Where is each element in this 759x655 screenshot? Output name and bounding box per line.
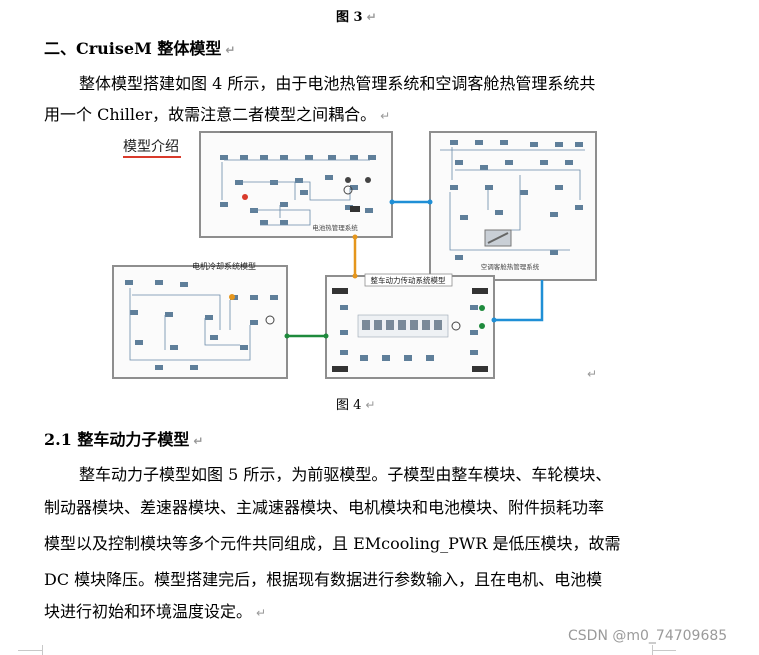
cabin-ac-thermal-panel: 空调客舱热管理系统	[429, 131, 597, 281]
figure-4-caption: 图 4↵	[336, 394, 375, 413]
connector-blue-cabin-powertrain	[494, 280, 544, 322]
section-2-heading-text: 二、CruiseM 整体模型	[44, 39, 222, 58]
para2-line-1: 整车动力子模型如图 5 所示，为前驱模型。子模型由整车模块、车轮模块、	[79, 465, 612, 484]
powertrain-panel: 整车动力传动系统模型	[325, 273, 495, 379]
paragraph-mark: ↵	[225, 43, 236, 57]
margin-mark-left-v	[42, 645, 43, 655]
figure-4-title: 模型介绍	[123, 139, 179, 155]
para2-line-5: 块进行初始和环境温度设定。↵	[44, 598, 266, 622]
para2-line-2: 制动器模块、差速器模块、主减速器模块、电机模块和电池模块、附件损耗功率	[44, 498, 605, 517]
paragraph-mark: ↵	[365, 398, 376, 412]
motor-panel-label: 电机冷却系统模型	[192, 261, 256, 271]
figure-4-caption-text: 图 4	[336, 398, 362, 413]
para2-line-5-text: 块进行初始和环境温度设定。	[44, 602, 253, 621]
powertrain-panel-label: 整车动力传动系统模型	[371, 275, 446, 285]
paragraph-mark: ↵	[366, 10, 377, 24]
csdn-watermark: CSDN @m0_74709685	[568, 628, 728, 644]
para2-line-3: 模型以及控制模块等多个元件共同组成，且 EMcooling_PWR 是低压模块，…	[44, 534, 621, 553]
battery-thermal-panel: 电池热管理系统	[199, 131, 393, 238]
para1-line-2: 用一个 Chiller，故需注意二者模型之间耦合。↵	[44, 101, 390, 125]
status-dot-red	[242, 194, 248, 200]
title-underline	[123, 156, 181, 158]
figure-3-caption: 图 3↵	[336, 6, 377, 25]
figure-3-caption-text: 图 3	[336, 10, 363, 25]
margin-mark-right-v	[652, 645, 653, 655]
section-2-1-heading: 2.1 整车动力子模型↵	[44, 426, 203, 450]
figure-4-model-diagram: 模型介绍 电池热管理系统	[110, 130, 600, 382]
paragraph-mark: ↵	[380, 109, 391, 123]
section-2-1-heading-text: 2.1 整车动力子模型	[44, 430, 190, 449]
para2-line-4: DC 模块降压。模型搭建完后，根据现有数据进行参数输入，且在电机、电池模	[44, 570, 603, 589]
paragraph-mark: ↵	[193, 434, 204, 448]
motor-cooling-panel: 电机冷却系统模型	[112, 261, 288, 379]
battery-panel-label: 电池热管理系统	[312, 223, 358, 232]
cabin-panel-label: 空调客舱热管理系统	[481, 262, 540, 271]
para1-line-2-text: 用一个 Chiller，故需注意二者模型之间耦合。	[44, 105, 377, 124]
margin-mark-left	[18, 650, 42, 651]
para1-line-1: 整体模型搭建如图 4 所示，由于电池热管理系统和空调客舱热管理系统共	[79, 74, 596, 93]
figure-4-paragraph-mark: ↵	[587, 367, 598, 381]
paragraph-mark: ↵	[256, 606, 267, 620]
section-2-heading: 二、CruiseM 整体模型↵	[44, 35, 235, 59]
margin-mark-right	[652, 650, 676, 651]
